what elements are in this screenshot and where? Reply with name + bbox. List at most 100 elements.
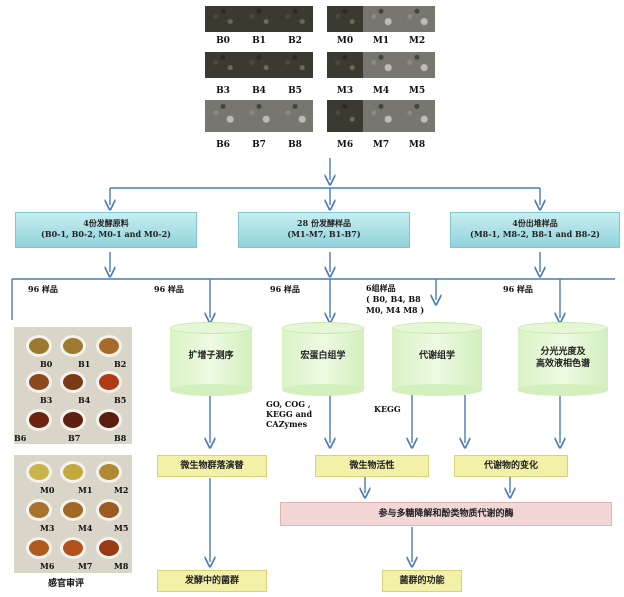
cup-label: B5 [114,395,127,405]
tea-cup-b7 [60,409,86,431]
method-metabolomics: 代谢组学 [392,322,482,396]
tea-cup-m0 [26,461,52,483]
method-spectro-hplc: 分光光度及 高效液相色谱 [518,322,608,396]
cup-label: M8 [114,561,129,571]
leaf-photo-m1 [363,6,399,32]
photo-label: M7 [372,140,390,150]
annotation-line: GO, COG , [266,399,311,409]
tea-cup-b6 [26,409,52,431]
method-metaproteomics: 宏蛋白组学 [282,322,364,396]
photo-label: B1 [252,36,266,46]
cup-label: B6 [14,433,27,443]
result-community-succession: 微生物群落演替 [157,455,267,477]
tea-cup-m7 [60,537,86,559]
cup-label: B3 [40,395,53,405]
photo-label: M3 [336,86,354,96]
tea-cup-b1 [60,335,86,357]
result-metabolite-change: 代谢物的变化 [454,455,568,477]
leaf-photo-m0 [327,6,363,32]
group-subtitle: (M8-1, M8-2, B8-1 and B8-2) [470,229,600,239]
sample-count-3: 96 样品 [270,284,300,294]
leaf-photo-b0 [205,6,241,32]
annotation-line: KEGG and [266,409,313,419]
photo-label: M5 [408,86,426,96]
cup-label: B1 [78,359,91,369]
leaf-photo-b2 [277,6,313,32]
cup-label: B0 [40,359,53,369]
leaf-photo-m4 [363,52,399,78]
method-line: 高效液相色谱 [535,359,590,369]
group-title: 4份出堆样品 [512,218,558,228]
group-box-fermenting: 28 份发酵样品 (M1-M7, B1-B7) [238,212,410,248]
result-microbial-activity: 微生物活性 [315,455,429,477]
method-label: 扩增子测序 [188,351,234,361]
sample-count-2: 96 样品 [154,284,184,294]
tea-cup-m2 [96,461,122,483]
sample-count-1: 96 样品 [28,284,58,294]
database-annotation: GO, COG , KEGG and CAZymes [266,399,312,429]
photo-label: B3 [216,86,230,96]
sample-line: ( B0, B4, B8 [366,294,421,304]
photo-label: M0 [336,36,354,46]
cup-label: M4 [78,523,93,533]
final-fermentation-microbes: 发酵中的菌群 [157,570,267,592]
leaf-photo-b5 [277,52,313,78]
tea-cup-b4 [60,371,86,393]
tea-cup-b5 [96,371,122,393]
cup-label: B8 [114,433,127,443]
group-title: 4份发酵原料 [83,218,129,228]
sample-line: M0, M4 M8 ) [366,305,425,315]
photo-label: M1 [372,36,390,46]
tea-cup-m8 [96,537,122,559]
sample-count-5: 96 样品 [503,284,533,294]
enzymes-box: 参与多糖降解和酚类物质代谢的酶 [280,502,612,526]
leaf-photo-b8 [277,100,313,132]
tea-cup-b2 [96,335,122,357]
annotation-line: CAZymes [266,419,308,429]
photo-label: B6 [216,140,230,150]
leaf-photo-m2 [399,6,435,32]
leaf-photo-m3 [327,52,363,78]
tea-infusion-panel-b: B0 B1 B2 B3 B4 B5 B6 B7 B8 [14,327,132,444]
cup-label: M6 [40,561,55,571]
cup-label: B2 [114,359,127,369]
leaf-photo-b1 [241,6,277,32]
cup-label: B7 [68,433,81,443]
group-subtitle: (M1-M7, B1-B7) [287,229,361,239]
tea-cup-b0 [26,335,52,357]
leaf-photo-m5 [399,52,435,78]
method-label: 宏蛋白组学 [300,351,346,361]
photo-label: M6 [336,140,354,150]
cup-label: M2 [114,485,129,495]
cup-label: M5 [114,523,129,533]
tea-cup-m6 [26,537,52,559]
photo-label: B5 [288,86,302,96]
tea-cup-b3 [26,371,52,393]
group-title: 28 份发酵样品 [297,218,351,228]
cup-label: M7 [78,561,93,571]
method-label: 代谢组学 [418,351,455,361]
method-line: 分光光度及 [540,347,586,357]
leaf-photo-m6 [327,100,363,132]
photo-label: B8 [288,140,302,150]
group-subtitle: (B0-1, B0-2, M0-1 and M0-2) [41,229,171,239]
leaf-photo-m7 [363,100,399,132]
sample-count-6groups: 6组样品 ( B0, B4, B8 M0, M4 M8 ) [366,283,424,316]
cup-label: M0 [40,485,55,495]
tea-cup-m3 [26,499,52,521]
method-label: 分光光度及 高效液相色谱 [518,346,608,370]
kegg-annotation: KEGG [374,404,401,414]
tea-cup-m1 [60,461,86,483]
photo-label: M8 [408,140,426,150]
tea-infusion-panel-m: M0 M1 M2 M3 M4 M5 M6 M7 M8 [14,455,132,573]
photo-label: B7 [252,140,266,150]
photo-label: M2 [408,36,426,46]
method-amplicon: 扩增子测序 [170,322,252,396]
photo-label: B2 [288,36,302,46]
leaf-photo-m8 [399,100,435,132]
leaf-photo-b6 [205,100,241,132]
sample-line: 6组样品 [366,283,396,293]
tea-cup-m5 [96,499,122,521]
photo-label: B0 [216,36,230,46]
